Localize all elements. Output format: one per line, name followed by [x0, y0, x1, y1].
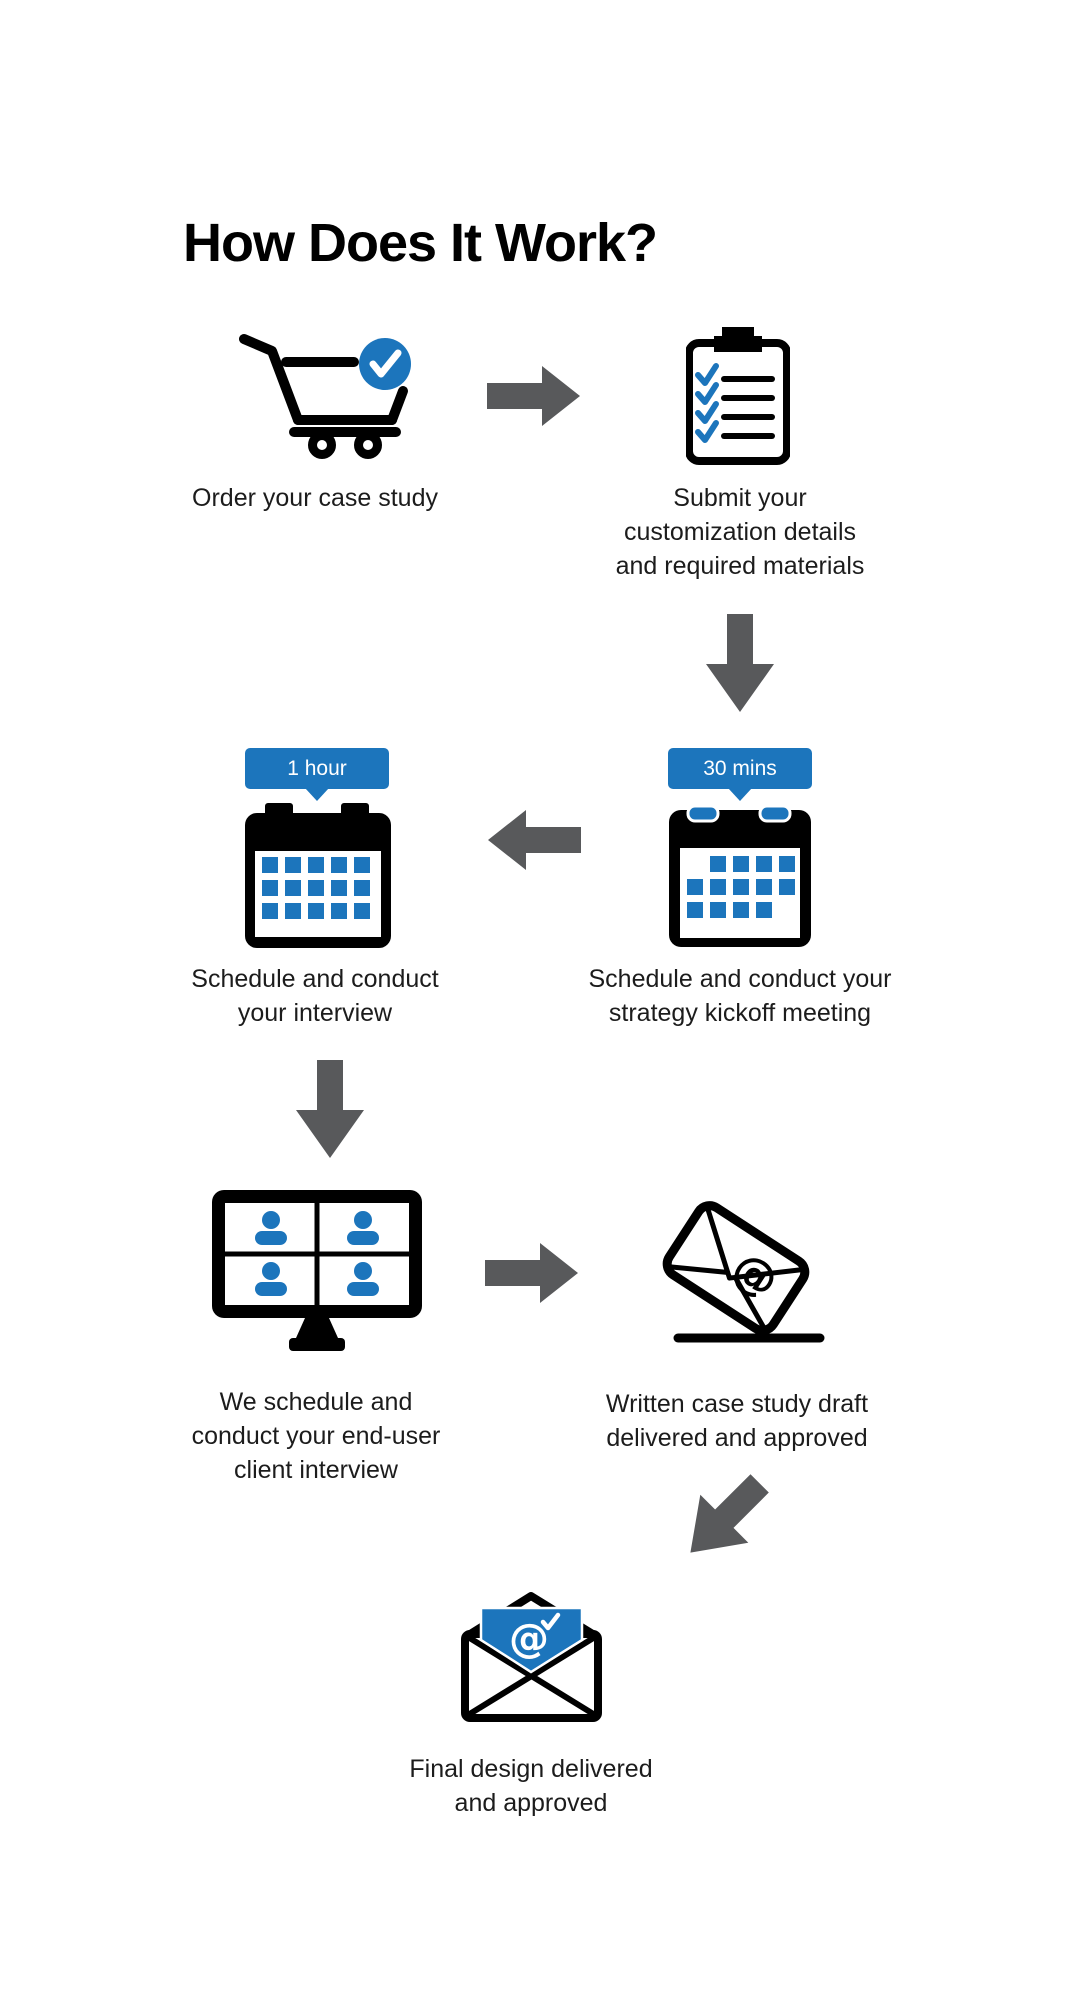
- label-line: and approved: [454, 1789, 608, 1817]
- open-envelope-at-check-icon: @: [461, 1592, 602, 1722]
- arrow-down-left-icon: [690, 1474, 769, 1553]
- duration-badge: 30 mins: [668, 748, 812, 789]
- arrow-down-icon: [296, 1060, 364, 1158]
- label-line: We schedule and: [219, 1388, 413, 1416]
- video-call-monitor-icon: [212, 1190, 422, 1351]
- label-line: and required materials: [615, 552, 865, 580]
- step-label-client-interview: We schedule and conduct your end-user cl…: [156, 1385, 476, 1487]
- label-line: Schedule and conduct your: [588, 965, 892, 993]
- label-line: Final design delivered: [409, 1755, 653, 1783]
- arrow-down-icon: [706, 614, 774, 712]
- arrow-right-icon: [485, 1243, 578, 1303]
- clipboard-checklist-icon: [686, 327, 790, 465]
- step-label-order: Order your case study: [135, 481, 495, 515]
- arrow-left-icon: [488, 810, 581, 870]
- label-line: customization details: [623, 518, 857, 546]
- page-title: How Does It Work?: [182, 213, 658, 274]
- step-label-submit: Submit your customization details and re…: [610, 481, 870, 583]
- label-line: client interview: [234, 1456, 398, 1484]
- calendar-icon: [669, 806, 811, 947]
- label-line: Submit your: [673, 484, 807, 512]
- step-label-draft: Written case study draft delivered and a…: [577, 1387, 897, 1455]
- label-line: Written case study draft: [605, 1390, 869, 1418]
- calendar-icon: [245, 803, 391, 948]
- label-line: Schedule and conduct: [191, 965, 439, 993]
- label-line: your interview: [237, 999, 393, 1027]
- label-line: strategy kickoff meeting: [608, 999, 872, 1027]
- envelope-at-slot-icon: @: [662, 1201, 825, 1343]
- shopping-cart-check-icon: [239, 334, 411, 459]
- label-line: conduct your end-user: [191, 1422, 441, 1450]
- step-label-kickoff: Schedule and conduct your strategy kicko…: [560, 962, 920, 1030]
- label-line: delivered and approved: [606, 1424, 868, 1452]
- step-label-interview: Schedule and conduct your interview: [155, 962, 475, 1030]
- step-label-final: Final design delivered and approved: [371, 1752, 691, 1820]
- arrow-right-icon: [487, 366, 580, 426]
- label-line: Order your case study: [192, 484, 438, 512]
- duration-badge: 1 hour: [245, 748, 389, 789]
